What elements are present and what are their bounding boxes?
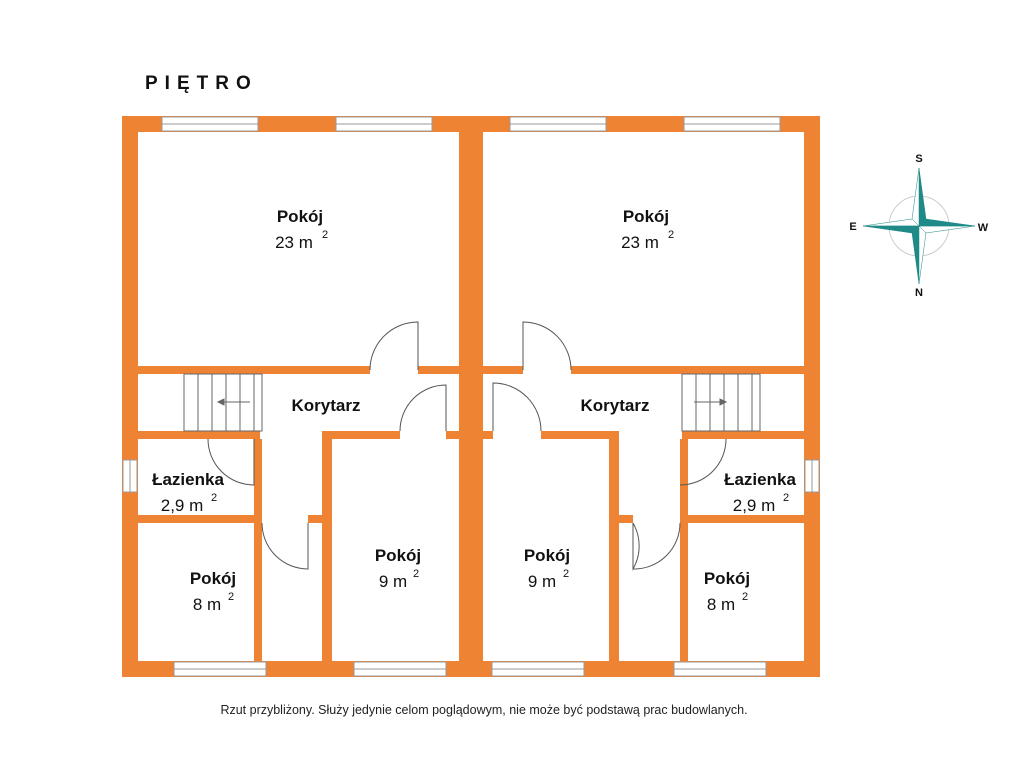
area-sup: 2 (228, 591, 234, 603)
bathroom-area: 2,9 m (161, 496, 204, 515)
area-sup: 2 (413, 568, 419, 580)
compass-rose-icon: S N E W (849, 153, 988, 299)
wall-right-bath-left (680, 439, 688, 661)
disclaimer-text: Rzut przybliżony. Służy jedynie celom po… (220, 703, 748, 717)
wall-right (804, 116, 820, 677)
room-name: Pokój (704, 569, 750, 588)
stairs-right (681, 373, 761, 432)
door-left-mid (399, 384, 447, 432)
room-name: Pokój (524, 546, 570, 565)
wall-right-corridor-bottom-b (541, 431, 619, 439)
compass-label-bottom: N (915, 287, 923, 299)
room-area: 23 m (275, 233, 313, 252)
wall-right-room-bottom-b (571, 366, 804, 374)
wall-left-small-right (254, 515, 262, 661)
wall-left-corridor-bottom-b (322, 431, 400, 439)
wall-left-corridor-bottom-c (446, 431, 459, 439)
floor-title: PIĘTRO (145, 73, 258, 94)
door-right-large (522, 321, 572, 371)
right-unit-labels: Pokój 23 m 2 Korytarz Łazienka 2,9 m 2 P… (524, 207, 797, 614)
wall-right-bath-bottom (680, 515, 804, 523)
door-right-bath (679, 438, 727, 486)
corridor-label: Korytarz (292, 396, 361, 415)
area-sup: 2 (783, 492, 789, 504)
wall-left-bath-bottom (138, 515, 262, 523)
door-left-bath (207, 438, 255, 486)
left-unit-labels: Pokój 23 m 2 Korytarz Łazienka 2,9 m 2 P… (152, 207, 421, 614)
area-sup: 2 (668, 229, 674, 241)
area-sup: 2 (742, 591, 748, 603)
room-name: Pokój (190, 569, 236, 588)
wall-right-mid-right (609, 431, 619, 661)
door-left-large (369, 321, 419, 371)
room-name: Pokój (277, 207, 323, 226)
room-name: Pokój (375, 546, 421, 565)
door-right-small (632, 522, 640, 571)
room-area: 23 m (621, 233, 659, 252)
wall-right-mid-stub (609, 515, 633, 523)
wall-left-room-bottom-b (418, 366, 459, 374)
room-area: 8 m (707, 595, 735, 614)
bathroom-name: Łazienka (152, 470, 224, 489)
wall-right-corridor-bottom-a (483, 431, 493, 439)
area-sup: 2 (563, 568, 569, 580)
wall-left-room-bottom (138, 366, 370, 374)
wall-left-corridor-bottom-a (138, 431, 260, 439)
compass-label-right: W (978, 222, 989, 234)
wall-left (122, 116, 138, 677)
room-area: 9 m (379, 572, 407, 591)
doors (207, 321, 727, 571)
stairs (183, 373, 761, 432)
windows (122, 116, 820, 677)
room-area: 9 m (528, 572, 556, 591)
wall-right-room-bottom-a (483, 366, 523, 374)
wall-right-corridor-bottom-c (682, 431, 804, 439)
room-name: Pokój (623, 207, 669, 226)
door-right-mid (492, 382, 542, 432)
door-left-small (261, 522, 309, 570)
bathroom-area: 2,9 m (733, 496, 776, 515)
area-sup: 2 (322, 229, 328, 241)
corridor-label: Korytarz (581, 396, 650, 415)
wall-left-mid-left (322, 431, 332, 661)
compass-label-left: E (849, 221, 856, 233)
wall-center (459, 116, 483, 677)
stairs-left (183, 373, 263, 432)
area-sup: 2 (211, 492, 217, 504)
compass-label-top: S (915, 153, 922, 165)
wall-left-mid-stub (308, 515, 332, 523)
walls (122, 116, 820, 677)
bathroom-name: Łazienka (724, 470, 796, 489)
wall-left-bath-right (254, 439, 262, 523)
room-area: 8 m (193, 595, 221, 614)
